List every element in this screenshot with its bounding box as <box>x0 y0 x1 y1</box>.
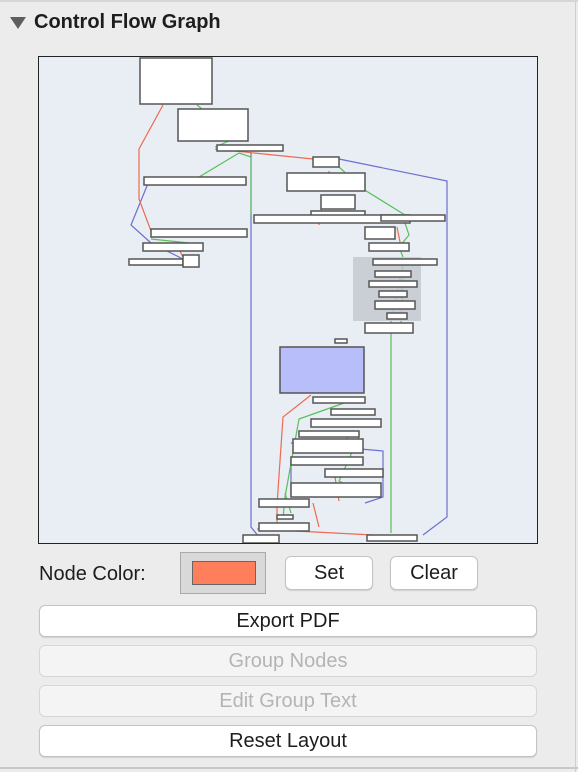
graph-node <box>310 418 382 428</box>
graph-node <box>374 270 412 278</box>
graph-node <box>290 482 382 498</box>
graph-node <box>286 172 366 192</box>
graph-node <box>374 300 416 310</box>
graph-edges-unconditional <box>130 153 448 538</box>
node-group-box[interactable] <box>353 257 421 321</box>
node-color-swatch[interactable] <box>192 561 256 585</box>
graph-node <box>378 290 408 298</box>
section-header[interactable]: Control Flow Graph <box>10 8 221 36</box>
graph-node <box>330 408 376 416</box>
graph-node <box>380 214 446 222</box>
graph-node <box>364 322 414 334</box>
control-flow-graph-canvas[interactable] <box>38 56 538 544</box>
graph-node <box>142 242 204 252</box>
graph-node <box>276 514 294 520</box>
disclosure-triangle-icon[interactable] <box>10 17 26 29</box>
graph-node <box>128 258 184 266</box>
graph-node <box>150 228 248 238</box>
top-divider <box>0 0 578 2</box>
graph-node <box>258 498 310 508</box>
graph-node <box>298 430 360 438</box>
graph-node <box>216 144 284 152</box>
graph-node <box>372 258 438 266</box>
graph-node <box>366 534 418 542</box>
graph-node <box>292 438 364 454</box>
reset-layout-button[interactable]: Reset Layout <box>39 725 537 757</box>
graph-node <box>386 312 408 320</box>
node-color-well[interactable] <box>180 552 266 594</box>
graph-node <box>320 194 356 210</box>
graph-nodes[interactable] <box>128 57 446 543</box>
graph-node <box>182 254 200 268</box>
node-color-row: Node Color: <box>39 556 146 592</box>
bottom-divider <box>0 767 578 769</box>
graph-node <box>334 338 348 344</box>
graph-node <box>139 57 213 105</box>
graph-node <box>312 156 340 168</box>
graph-node <box>324 468 384 478</box>
node-color-label: Node Color: <box>39 562 146 585</box>
section-title: Control Flow Graph <box>34 10 221 33</box>
graph-node <box>258 522 310 532</box>
graph-node <box>364 226 396 240</box>
edit-group-text-button[interactable]: Edit Group Text <box>39 685 537 717</box>
group-nodes-button[interactable]: Group Nodes <box>39 645 537 677</box>
graph-node <box>290 456 364 466</box>
graph-node-highlighted <box>279 346 365 394</box>
graph-node <box>177 108 249 142</box>
graph-node <box>368 242 410 252</box>
graph-node <box>368 280 418 288</box>
graph-node <box>242 534 280 543</box>
graph-node <box>143 176 247 186</box>
export-pdf-button[interactable]: Export PDF <box>39 605 537 637</box>
clear-button[interactable]: Clear <box>390 556 478 590</box>
graph-node <box>312 396 366 404</box>
set-button[interactable]: Set <box>285 556 373 590</box>
